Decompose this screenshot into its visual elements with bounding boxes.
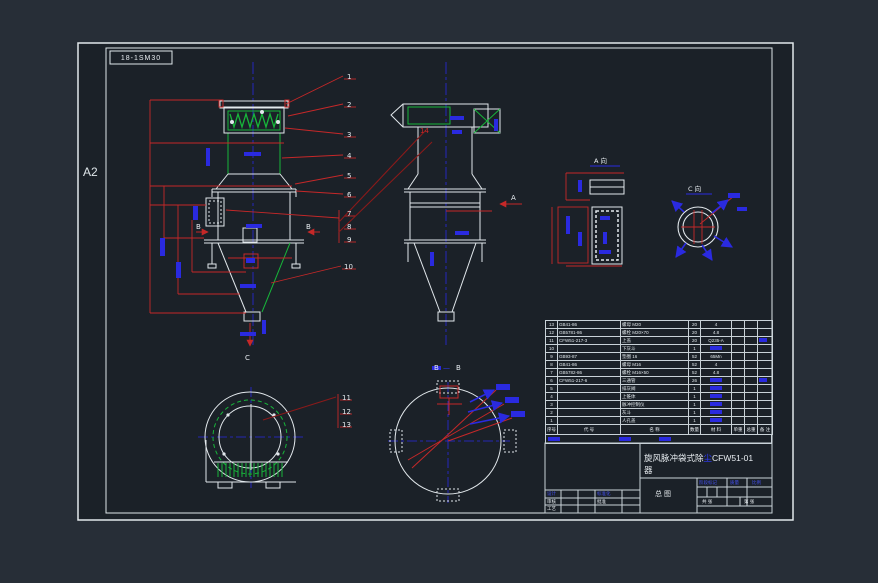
callout-14: 14 [420,127,429,135]
callout-3: 3 [347,131,351,139]
revision-entry [548,437,560,441]
front-view [149,62,320,347]
callout-5: 5 [347,172,351,180]
bb-label-right: B [456,364,461,372]
sign-check-label: 审核 [547,499,556,504]
a-view-label: A 向 [594,156,607,165]
section-b-left-label: B [196,223,201,231]
sign-standardization-label: 标准化 [597,491,611,496]
view-labels: 1 2 3 4 5 6 7 8 9 10 11 12 13 14 B B A C… [196,73,701,429]
unreadable-material [710,394,722,399]
stamp-box [109,50,173,65]
stamp-label: 18-1SM30 [120,55,162,62]
unreadable-material [710,418,722,423]
callout-13: 13 [342,421,351,429]
callout-6: 6 [347,191,352,199]
unreadable-remark [759,378,767,383]
callout-8: 8 [347,223,351,231]
callout-7: 7 [347,210,351,218]
revision-strip [545,434,772,444]
drawing-title-line1: 旋风脉冲袋式除尘CFW51-01 [644,452,753,464]
unreadable-material [710,386,722,391]
title-prefix: 旋风脉冲袋式除 [644,453,704,463]
stage-mark-header: 阶段标记 [699,480,717,485]
bb-section-view [388,366,525,503]
callout-leaders [225,75,433,428]
callout-1: 1 [347,73,351,81]
scale-header: 比例 [752,480,761,485]
callout-10: 10 [344,263,353,271]
callout-4: 4 [347,152,352,160]
drawing-title-line2: 器 [644,465,653,475]
unreadable-material [710,378,722,383]
c-view-label: C 向 [688,184,701,193]
bb-label-dash: — [443,364,450,372]
unreadable-material [710,402,722,407]
bom-header-cells: 序号代 号 名 称数量 材 料单重 总重备 注 [545,424,773,435]
drawing-number: CFW51-01 [712,453,754,463]
callout-9: 9 [347,236,351,244]
unreadable-material [710,346,722,351]
view-c-arrow-label: C [245,354,250,362]
volute-view [198,387,306,489]
side-view [390,62,522,345]
title-highlight-char: 尘 [703,453,713,463]
revision-entry [619,437,631,441]
total-sheets-label: 共 张 [702,499,713,504]
callout-12: 12 [342,408,351,416]
callout-2: 2 [347,101,351,109]
sign-process-label: 工艺 [547,506,556,511]
sheet-type-label: 总 图 [655,491,671,498]
sheet-number-label: 第 张 [744,499,755,504]
view-a-arrow-label: A [511,194,516,202]
mass-header: 质量 [730,480,739,485]
unreadable-material [710,410,722,415]
sign-design-label: 设计 [547,491,556,496]
revision-entry [659,437,671,441]
section-b-right-label: B [306,223,311,231]
unreadable-remark [759,338,767,343]
sheet-size-label: A2 [83,165,98,179]
a-direction-view [551,165,625,267]
sign-approve-label: 批准 [597,499,606,504]
c-direction-view [671,193,747,261]
sheet-frame [77,42,794,521]
bb-label-left: B [434,364,439,372]
callout-11: 11 [342,394,351,402]
